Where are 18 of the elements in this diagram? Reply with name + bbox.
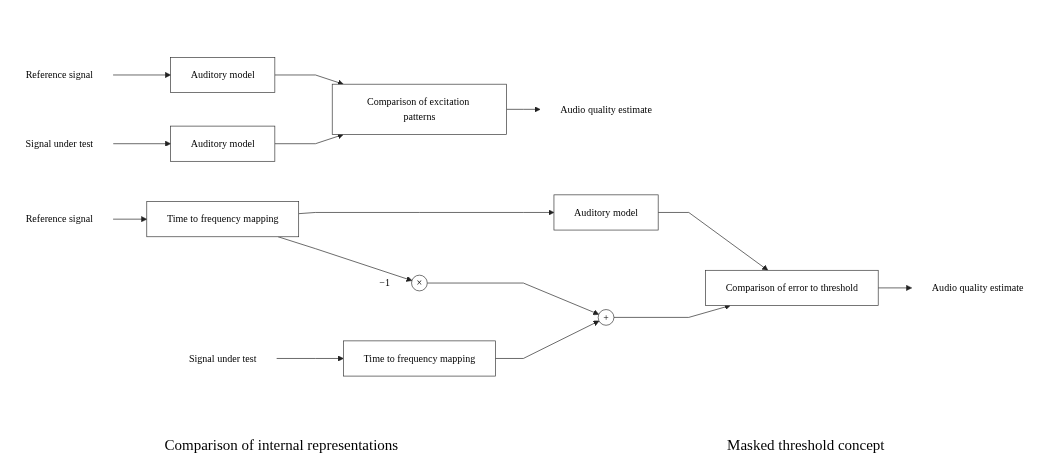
panel-caption: Masked threshold concept xyxy=(727,437,885,454)
node-text: Signal under test xyxy=(188,352,257,364)
node-box: Auditory model xyxy=(553,194,659,231)
panel-caption: Comparison of internal representations xyxy=(164,437,399,454)
node-box: Comparison of excitation patterns xyxy=(331,83,507,135)
node-label: −1 xyxy=(379,277,391,288)
node-box: Time to frequency mapping xyxy=(146,201,300,237)
node-box: Auditory model xyxy=(170,56,276,93)
node-box: Comparison of error to threshold xyxy=(705,269,879,306)
node-text: Reference signal xyxy=(25,69,93,80)
node-text: Signal under test xyxy=(25,137,94,149)
node-text: Reference signal xyxy=(25,213,93,225)
node-circle: × xyxy=(411,274,428,291)
node-text: Audio quality estimate xyxy=(931,282,1024,293)
node-box: Time to frequency mapping xyxy=(343,340,496,377)
node-text: Audio quality estimate xyxy=(560,103,652,115)
node-box: Auditory model xyxy=(170,125,276,162)
node-circle: + xyxy=(597,308,615,326)
